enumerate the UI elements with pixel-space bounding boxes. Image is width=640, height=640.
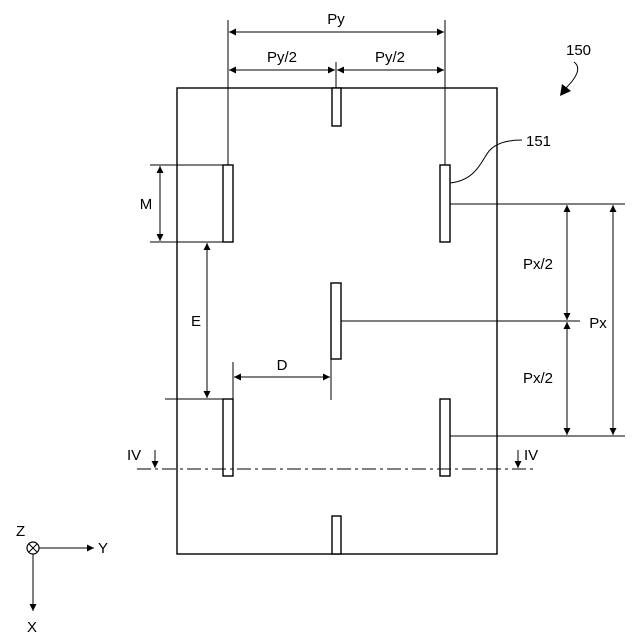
element-lower-left — [223, 399, 233, 476]
d-label: D — [277, 357, 288, 374]
coordinate-axes: Z Y X — [16, 523, 108, 636]
ref-150-arrowhead — [560, 84, 571, 96]
py-label: Py — [327, 11, 345, 28]
m-label: M — [140, 196, 153, 213]
element-lower-right — [440, 399, 450, 476]
py-half-right-label: Py/2 — [375, 49, 405, 66]
y-axis-label: Y — [98, 540, 108, 557]
py-half-left-label: Py/2 — [267, 49, 297, 66]
section-label-right: IV — [524, 447, 538, 464]
element-upper-left — [223, 165, 233, 242]
element-top-center — [332, 88, 341, 126]
element-middle-center — [331, 283, 341, 359]
px-half-top-label: Px/2 — [523, 256, 553, 273]
section-label-left: IV — [127, 447, 141, 464]
e-label: E — [191, 313, 201, 330]
ref-151-label: 151 — [526, 133, 551, 150]
px-label: Px — [589, 315, 607, 332]
x-axis-label: X — [27, 619, 37, 636]
element-bottom-center — [332, 516, 341, 554]
ref-150-leader — [566, 62, 578, 88]
px-half-bottom-label: Px/2 — [523, 370, 553, 387]
element-upper-right — [440, 165, 450, 242]
z-axis-label: Z — [16, 523, 25, 540]
ref-150-label: 150 — [566, 42, 591, 59]
